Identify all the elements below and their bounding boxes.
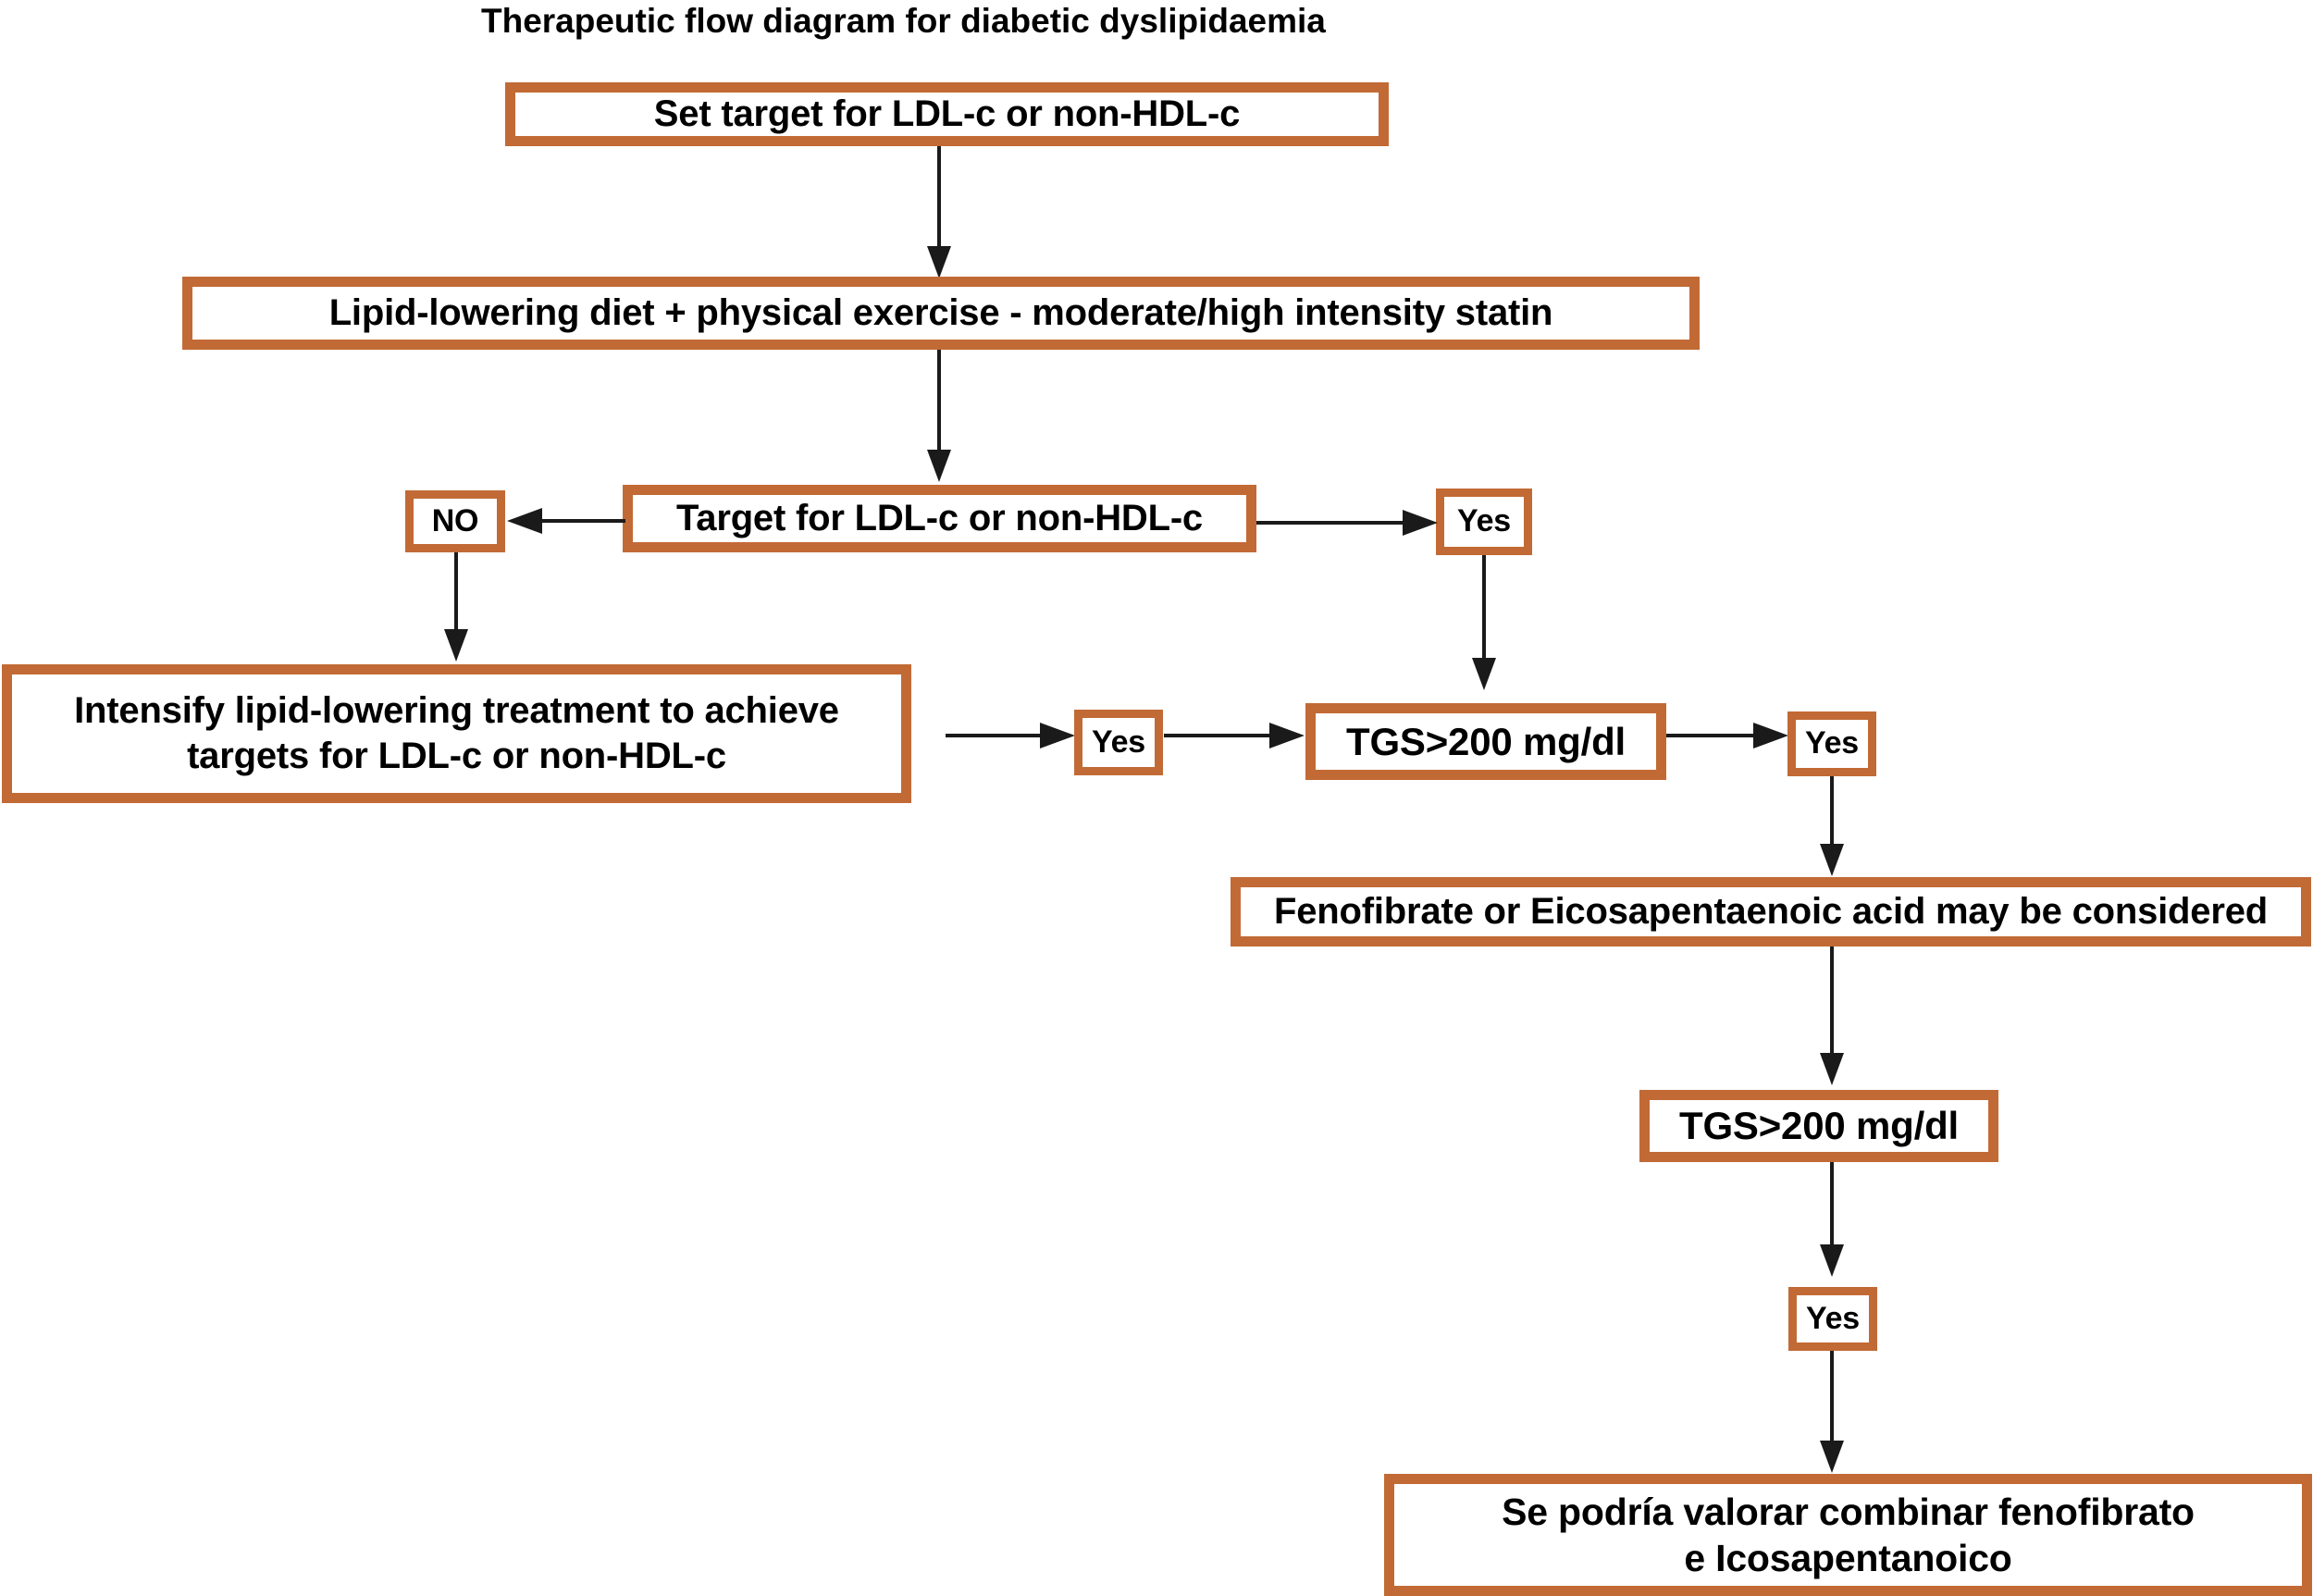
edge-yes-to-final (1820, 1351, 1844, 1473)
node-yes-after-intensify: Yes (1074, 710, 1163, 775)
edge-no-to-intensify (444, 552, 468, 662)
node-branch-no-label: NO (431, 502, 479, 538)
node-yes-after-intensify-label: Yes (1091, 724, 1146, 760)
node-tgs-first-label: TGS>200 mg/dl (1345, 719, 1626, 763)
node-set-target: Set target for LDL-c or non-HDL-c (505, 82, 1389, 146)
node-yes-after-tgs-second-label: Yes (1805, 1300, 1861, 1336)
page-title: Therapeutic flow diagram for diabetic dy… (481, 2, 1326, 40)
edge-set-target-to-lifestyle (927, 146, 951, 278)
node-final-combination: Se podría valorar combinar fenofibrato e… (1384, 1474, 2312, 1596)
node-fenofibrate-epa: Fenofibrate or Eicosapentaenoic acid may… (1231, 877, 2311, 946)
edge-tgs-second-to-yes (1820, 1162, 1844, 1277)
edge-fenofibrate-to-tgs-second (1820, 946, 1844, 1085)
node-yes-after-tgs-first-label: Yes (1804, 725, 1860, 761)
node-branch-yes-right-label: Yes (1456, 503, 1512, 539)
edge-intensify-to-yes (946, 723, 1075, 749)
node-tgs-second: TGS>200 mg/dl (1639, 1090, 1998, 1162)
edge-tgs-first-to-yes (1666, 723, 1788, 749)
node-intensify-treatment: Intensify lipid-lowering treatment to ac… (2, 664, 911, 803)
edge-lifestyle-to-decision (927, 350, 951, 482)
node-final-line1: Se podría valorar combinar fenofibrato (1502, 1490, 2195, 1533)
node-lifestyle-statin: Lipid-lowering diet + physical exercise … (182, 277, 1700, 350)
node-fenofibrate-epa-label: Fenofibrate or Eicosapentaenoic acid may… (1274, 891, 2268, 933)
node-final-line2: e Icosapentanoico (1684, 1537, 2012, 1579)
edge-decision-to-yes (1256, 510, 1438, 536)
edge-decision-to-no (507, 508, 625, 534)
node-yes-after-tgs-first: Yes (1787, 711, 1876, 776)
node-tgs-first: TGS>200 mg/dl (1305, 703, 1666, 780)
node-intensify-line2: targets for LDL-c or non-HDL-c (187, 736, 726, 776)
node-branch-yes-right: Yes (1436, 489, 1532, 555)
node-tgs-second-label: TGS>200 mg/dl (1678, 1104, 1959, 1148)
edge-yes-right-to-tgs-first (1472, 555, 1496, 690)
node-decision-target: Target for LDL-c or non-HDL-c (623, 485, 1256, 552)
node-intensify-line1: Intensify lipid-lowering treatment to ac… (74, 690, 839, 732)
node-lifestyle-statin-label: Lipid-lowering diet + physical exercise … (328, 292, 1553, 334)
node-decision-target-label: Target for LDL-c or non-HDL-c (676, 498, 1203, 539)
edge-yes-to-tgs-first (1164, 723, 1305, 749)
node-set-target-label: Set target for LDL-c or non-HDL-c (653, 93, 1241, 135)
node-branch-no: NO (405, 490, 505, 552)
edge-yes-to-fenofibrate (1820, 776, 1844, 876)
node-yes-after-tgs-second: Yes (1788, 1287, 1877, 1351)
